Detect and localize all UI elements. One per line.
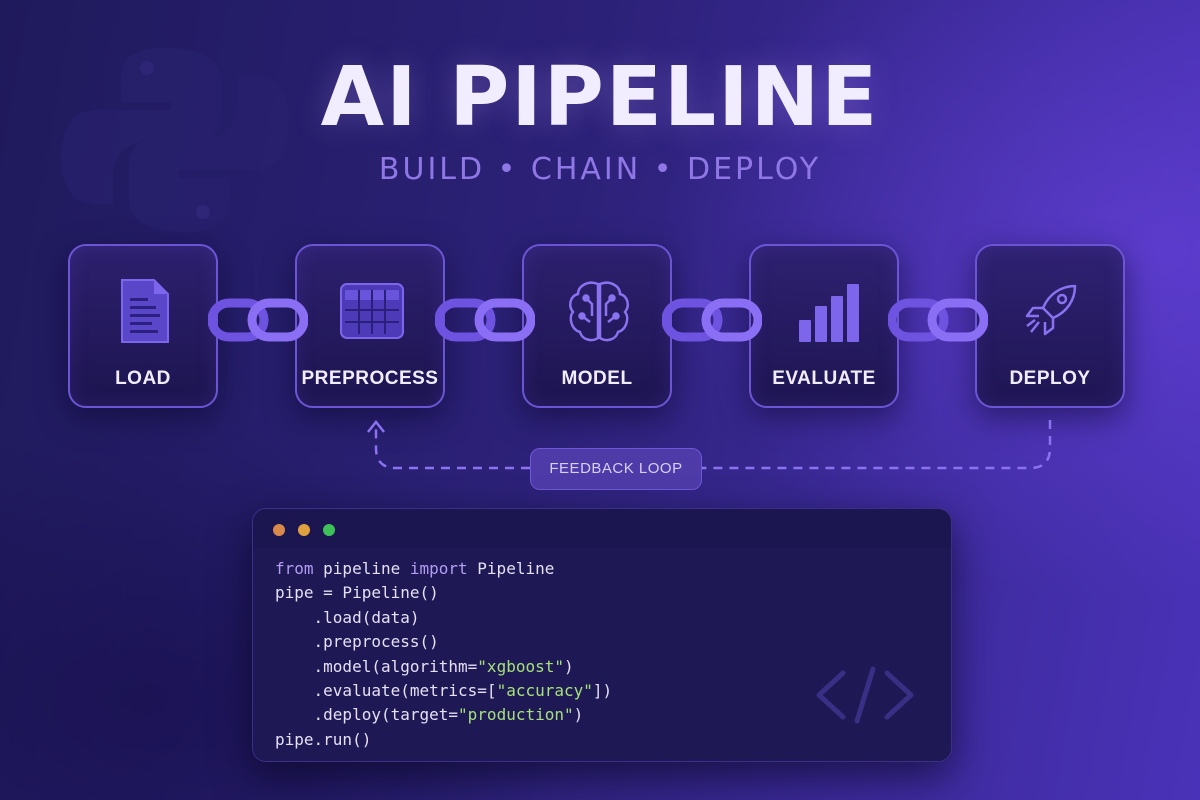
feedback-loop-badge: FEEDBACK LOOP bbox=[530, 448, 702, 490]
window-dot-green[interactable] bbox=[323, 524, 336, 536]
chain-link-icon bbox=[662, 298, 762, 342]
page-subtitle: BUILD • CHAIN • DEPLOY bbox=[378, 152, 822, 187]
stage-evaluate[interactable]: EVALUATE bbox=[749, 244, 899, 408]
code-text: .deploy(target= bbox=[275, 705, 459, 725]
stage-preprocess[interactable]: PREPROCESS bbox=[295, 244, 445, 408]
brain-circuit-icon bbox=[569, 281, 629, 342]
rocket-icon bbox=[1025, 284, 1077, 336]
stage-label: MODEL bbox=[561, 368, 633, 389]
chain-link-icon bbox=[435, 298, 535, 342]
code-area: from pipeline import Pipeline pipe = Pip… bbox=[253, 547, 951, 761]
stage-label: EVALUATE bbox=[772, 368, 876, 389]
python-logo-icon bbox=[61, 48, 289, 232]
code-text: ) bbox=[573, 705, 584, 725]
code-line: pipe = Pipeline() bbox=[275, 583, 439, 603]
window-controls bbox=[273, 521, 343, 536]
page-title: AI PIPELINE bbox=[320, 50, 880, 145]
code-string: "accuracy" bbox=[496, 681, 593, 701]
stage-label: PREPROCESS bbox=[301, 368, 439, 389]
code-editor-window: from pipeline import Pipeline pipe = Pip… bbox=[252, 508, 952, 762]
chain-link-icon bbox=[208, 298, 308, 342]
code-string: "production" bbox=[458, 705, 574, 725]
code-text: Pipeline bbox=[467, 559, 555, 578]
stage-label: DEPLOY bbox=[1009, 368, 1091, 389]
stage-model[interactable]: MODEL bbox=[522, 244, 672, 408]
stage-deploy[interactable]: DEPLOY bbox=[975, 244, 1125, 408]
bar-chart-icon bbox=[799, 284, 859, 342]
code-text: ) bbox=[564, 656, 574, 676]
stage-load[interactable]: LOAD bbox=[68, 244, 218, 408]
table-grid-icon bbox=[340, 283, 404, 339]
code-text: ]) bbox=[592, 681, 613, 701]
stage-label: LOAD bbox=[115, 368, 171, 389]
code-line: .preprocess() bbox=[275, 632, 439, 652]
code-keyword: import bbox=[409, 559, 468, 578]
code-keyword: from bbox=[275, 559, 314, 578]
document-icon bbox=[121, 279, 169, 343]
code-text: pipeline bbox=[313, 559, 410, 578]
code-block: from pipeline import Pipeline pipe = Pip… bbox=[275, 557, 612, 752]
window-dot-yellow[interactable] bbox=[298, 524, 311, 536]
chain-link-icon bbox=[888, 298, 988, 342]
code-brackets-icon bbox=[816, 666, 914, 724]
code-text: .evaluate(metrics=[ bbox=[275, 681, 497, 701]
code-line: pipe.run() bbox=[275, 729, 372, 749]
window-dot-orange[interactable] bbox=[273, 524, 285, 536]
code-string: "xgboost" bbox=[477, 656, 564, 676]
feedback-loop-arrow bbox=[367, 419, 1052, 470]
code-text: .model(algorithm= bbox=[275, 656, 478, 676]
code-line: .load(data) bbox=[275, 607, 420, 627]
